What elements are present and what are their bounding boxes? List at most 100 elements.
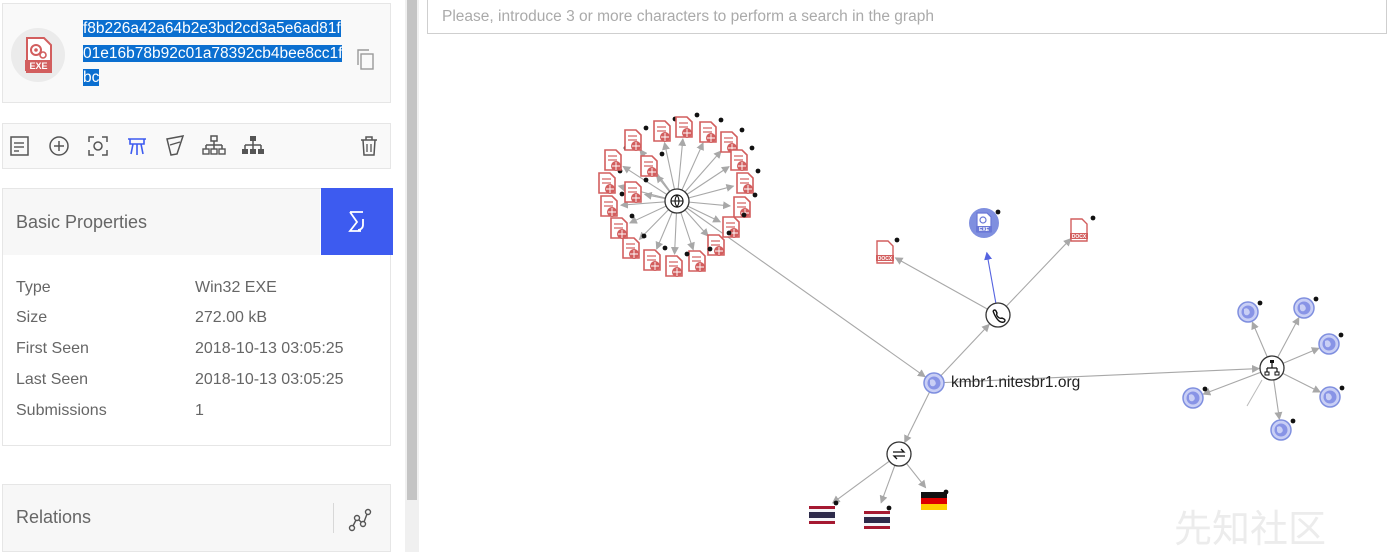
node-marker-dot — [752, 192, 758, 198]
url-document-icon[interactable] — [707, 234, 725, 256]
add-circle-icon[interactable] — [47, 133, 71, 159]
node-marker-dot — [886, 505, 892, 511]
domain-globe-icon[interactable] — [1182, 387, 1204, 409]
file-hash-text[interactable]: f8b226a42a64b2e3bd2cd3a5e6ad81f01e16b78b… — [83, 20, 343, 86]
node-marker-dot — [641, 233, 647, 239]
focus-icon[interactable] — [86, 133, 110, 159]
prop-label-size: Size — [16, 309, 48, 326]
node-marker-dot — [643, 125, 649, 131]
node-marker-dot — [943, 489, 949, 495]
pin-icon[interactable] — [125, 133, 149, 159]
node-marker-dot — [894, 237, 900, 243]
node-marker-dot — [1339, 385, 1345, 391]
trash-icon[interactable] — [357, 133, 381, 159]
relationship-graph[interactable]: DOCX DOCX EXE kmbr1.nitesbr1.org — [419, 40, 1387, 552]
scrollbar-thumb[interactable] — [407, 0, 417, 500]
graph-nodes-icon[interactable] — [345, 506, 373, 534]
phone-hub-icon[interactable] — [985, 302, 1011, 328]
thailand-flag-icon[interactable] — [809, 506, 835, 524]
node-marker-dot — [662, 245, 668, 251]
docx-file-icon[interactable]: DOCX — [1070, 218, 1088, 242]
url-document-icon[interactable] — [653, 120, 671, 142]
url-document-icon[interactable] — [730, 149, 748, 171]
domain-node-label[interactable]: kmbr1.nitesbr1.org — [951, 374, 1080, 391]
graph-edge — [933, 323, 990, 384]
url-document-icon[interactable] — [604, 149, 622, 171]
docx-file-icon[interactable]: DOCX — [876, 240, 894, 264]
prop-label-first-seen: First Seen — [16, 340, 89, 357]
swap-hub-icon[interactable] — [886, 441, 912, 467]
url-document-icon[interactable] — [665, 255, 683, 277]
node-marker-dot — [694, 112, 700, 118]
node-marker-dot — [1338, 332, 1344, 338]
panel-scrollbar[interactable] — [405, 0, 419, 552]
url-document-icon[interactable] — [736, 172, 754, 194]
basic-properties-card: Basic Properties Type Win32 EXE Size 272… — [2, 188, 393, 446]
domain-globe-icon[interactable] — [1293, 297, 1315, 319]
globe-urls-hub-icon[interactable] — [664, 188, 690, 214]
file-header-card: EXE f8b226a42a64b2e3bd2cd3a5e6ad81f01e16… — [2, 3, 391, 103]
tree-hub-icon[interactable] — [1259, 355, 1285, 381]
prop-value-submissions: 1 — [195, 402, 204, 419]
sigma-icon[interactable] — [321, 188, 393, 255]
url-document-icon[interactable] — [688, 250, 706, 272]
url-document-icon[interactable] — [624, 129, 642, 151]
relations-card[interactable]: Relations — [2, 484, 391, 552]
germany-flag-icon[interactable] — [921, 492, 947, 510]
domain-globe-icon[interactable] — [1319, 386, 1341, 408]
node-marker-dot — [643, 177, 649, 183]
url-document-icon[interactable] — [722, 216, 740, 238]
svg-text:EXE: EXE — [979, 227, 990, 233]
node-marker-dot — [684, 251, 690, 257]
domain-globe-icon[interactable] — [1318, 333, 1340, 355]
graph-search-input[interactable] — [427, 0, 1387, 34]
url-document-icon[interactable] — [622, 237, 640, 259]
exe-badge: EXE — [29, 61, 47, 71]
relations-title: Relations — [16, 507, 92, 527]
url-document-icon[interactable] — [610, 217, 628, 239]
url-document-icon[interactable] — [699, 121, 717, 143]
left-panel: EXE f8b226a42a64b2e3bd2cd3a5e6ad81f01e16… — [0, 0, 405, 552]
tree-expand-icon[interactable] — [202, 133, 226, 159]
notes-icon[interactable] — [8, 133, 32, 159]
exe-file-node[interactable]: EXE — [969, 208, 999, 238]
node-marker-dot — [726, 230, 732, 236]
graph-edge — [933, 364, 1261, 384]
prop-label-type: Type — [16, 279, 51, 296]
url-document-icon[interactable] — [640, 155, 658, 177]
domain-globe-icon[interactable] — [1270, 419, 1292, 441]
node-marker-dot — [741, 212, 747, 218]
node-marker-dot — [718, 117, 724, 123]
graph-edge — [676, 200, 926, 378]
url-document-icon[interactable] — [675, 116, 693, 138]
node-marker-dot — [833, 500, 839, 506]
node-marker-dot — [659, 151, 665, 157]
properties-title: Basic Properties — [16, 212, 148, 232]
center-domain-globe-icon[interactable] — [923, 372, 945, 394]
thailand-flag-icon[interactable] — [864, 511, 890, 529]
node-marker-dot — [707, 246, 713, 252]
url-document-icon[interactable] — [643, 249, 661, 271]
url-document-icon[interactable] — [600, 195, 618, 217]
exe-file-icon: EXE — [11, 28, 65, 82]
node-marker-dot — [1202, 386, 1208, 392]
url-document-icon[interactable] — [624, 181, 642, 203]
node-marker-dot — [1257, 300, 1263, 306]
domain-globe-icon[interactable] — [1237, 301, 1259, 323]
copy-icon[interactable] — [353, 46, 379, 74]
url-document-icon[interactable] — [598, 172, 616, 194]
brush-icon[interactable] — [163, 133, 187, 159]
prop-value-type: Win32 EXE — [195, 279, 277, 296]
properties-header[interactable]: Basic Properties — [3, 189, 320, 255]
graph-nodes: DOCX DOCX EXE — [598, 112, 1345, 529]
graph-edge — [1246, 379, 1263, 407]
node-marker-dot — [629, 213, 635, 219]
file-hash[interactable]: f8b226a42a64b2e3bd2cd3a5e6ad81f01e16b78b… — [83, 17, 347, 91]
graph-edges — [617, 137, 1322, 504]
node-marker-dot — [995, 209, 1001, 215]
node-marker-dot — [739, 127, 745, 133]
node-marker-dot — [1313, 296, 1319, 302]
watermark: 先知社区 — [1174, 507, 1327, 551]
tree-collapse-icon[interactable] — [241, 133, 265, 159]
node-marker-dot — [749, 145, 755, 151]
